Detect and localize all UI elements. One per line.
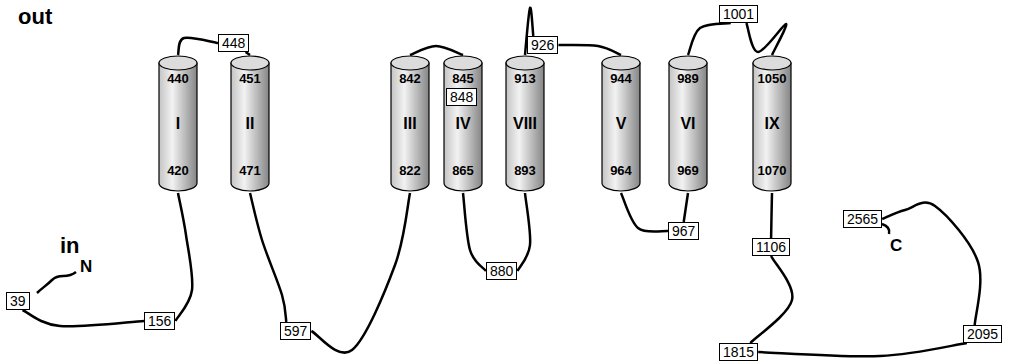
side-label: out [18, 4, 52, 30]
residue-box: 597 [280, 322, 311, 340]
transmembrane-helix: 989VI 969 [668, 55, 708, 193]
side-label: N [80, 257, 92, 277]
residue-box: 926 [527, 36, 558, 54]
residue-number: 39 [10, 293, 26, 309]
residue-number: 848 [450, 89, 473, 105]
loop-connector [23, 310, 145, 326]
transmembrane-helix: 451II 471 [230, 55, 270, 193]
n-terminus-line [37, 272, 76, 293]
residue-number: 880 [490, 263, 513, 279]
residue-number: 2565 [847, 211, 878, 227]
loop-connector [750, 256, 792, 343]
loop-connector [175, 193, 192, 321]
residue-number: 451 [230, 71, 270, 86]
residue-number: 448 [222, 35, 245, 51]
side-label: in [60, 233, 80, 259]
helix-numeral: IV [443, 115, 483, 133]
residue-box: 39 [6, 292, 30, 310]
loop-connector [558, 45, 621, 55]
transmembrane-helix: 944V 964 [601, 55, 641, 193]
residue-number: 967 [672, 223, 695, 239]
helix-numeral: IX [752, 115, 792, 133]
transmembrane-helix: 913VIII 893 [505, 55, 545, 193]
residue-number: 1815 [723, 344, 754, 360]
residue-box: 880 [486, 262, 517, 280]
loop-connector [770, 193, 773, 238]
loop-connector [758, 343, 967, 356]
transmembrane-helix: 842III 822 [390, 55, 430, 193]
residue-box: 1106 [752, 238, 790, 256]
residue-number: 1106 [756, 239, 786, 255]
loop-connector [688, 23, 731, 55]
residue-number: 471 [230, 163, 270, 178]
residue-number: 420 [158, 163, 198, 178]
residue-number: 893 [505, 163, 545, 178]
residue-number: 964 [601, 163, 641, 178]
helix-numeral: II [230, 115, 270, 133]
residue-box: 1001 [719, 5, 758, 23]
residue-number: 842 [390, 71, 430, 86]
residue-box: 2095 [963, 325, 1002, 343]
residue-box: 2565 [843, 210, 882, 228]
residue-box: 1815 [719, 343, 758, 361]
residue-number: 865 [443, 163, 483, 178]
residue-box: 967 [668, 222, 699, 240]
residue-number: 156 [148, 313, 171, 329]
loop-connector [178, 38, 218, 55]
helix-numeral: I [158, 115, 198, 133]
loop-connector [746, 23, 786, 55]
residue-number: 1070 [752, 163, 792, 178]
loop-connector [311, 193, 410, 353]
residue-number: 1050 [752, 71, 792, 86]
helix-numeral: V [601, 115, 641, 133]
residue-number: 822 [390, 163, 430, 178]
helix-numeral: III [390, 115, 430, 133]
loop-connector [246, 52, 250, 55]
residue-number: 440 [158, 71, 198, 86]
c-terminus-line [882, 224, 889, 234]
residue-number: 989 [668, 71, 708, 86]
residue-number: 926 [531, 37, 554, 53]
transmembrane-helix: 440I 420 [158, 55, 198, 193]
loop-connector [517, 193, 530, 271]
loop-connector [250, 193, 286, 322]
transmembrane-helix: 845IV 865 848 [443, 55, 483, 193]
loop-connector [882, 203, 980, 325]
residue-number: 597 [284, 323, 307, 339]
helix-numeral: VI [668, 115, 708, 133]
residue-number: 969 [668, 163, 708, 178]
residue-box: 848 [446, 88, 477, 106]
loop-connector [621, 193, 668, 232]
loop-connector [410, 46, 463, 55]
side-label: C [890, 236, 902, 256]
residue-number: 913 [505, 71, 545, 86]
loop-connector [463, 193, 486, 271]
residue-number: 845 [443, 71, 483, 86]
loop-connector [684, 193, 688, 222]
residue-box: 448 [218, 34, 249, 52]
residue-number: 1001 [723, 6, 754, 22]
residue-number: 2095 [967, 326, 998, 342]
residue-box: 156 [144, 312, 175, 330]
helix-numeral: VIII [505, 115, 545, 133]
transmembrane-helix: 1050IX 1070 [752, 55, 792, 193]
residue-number: 944 [601, 71, 641, 86]
